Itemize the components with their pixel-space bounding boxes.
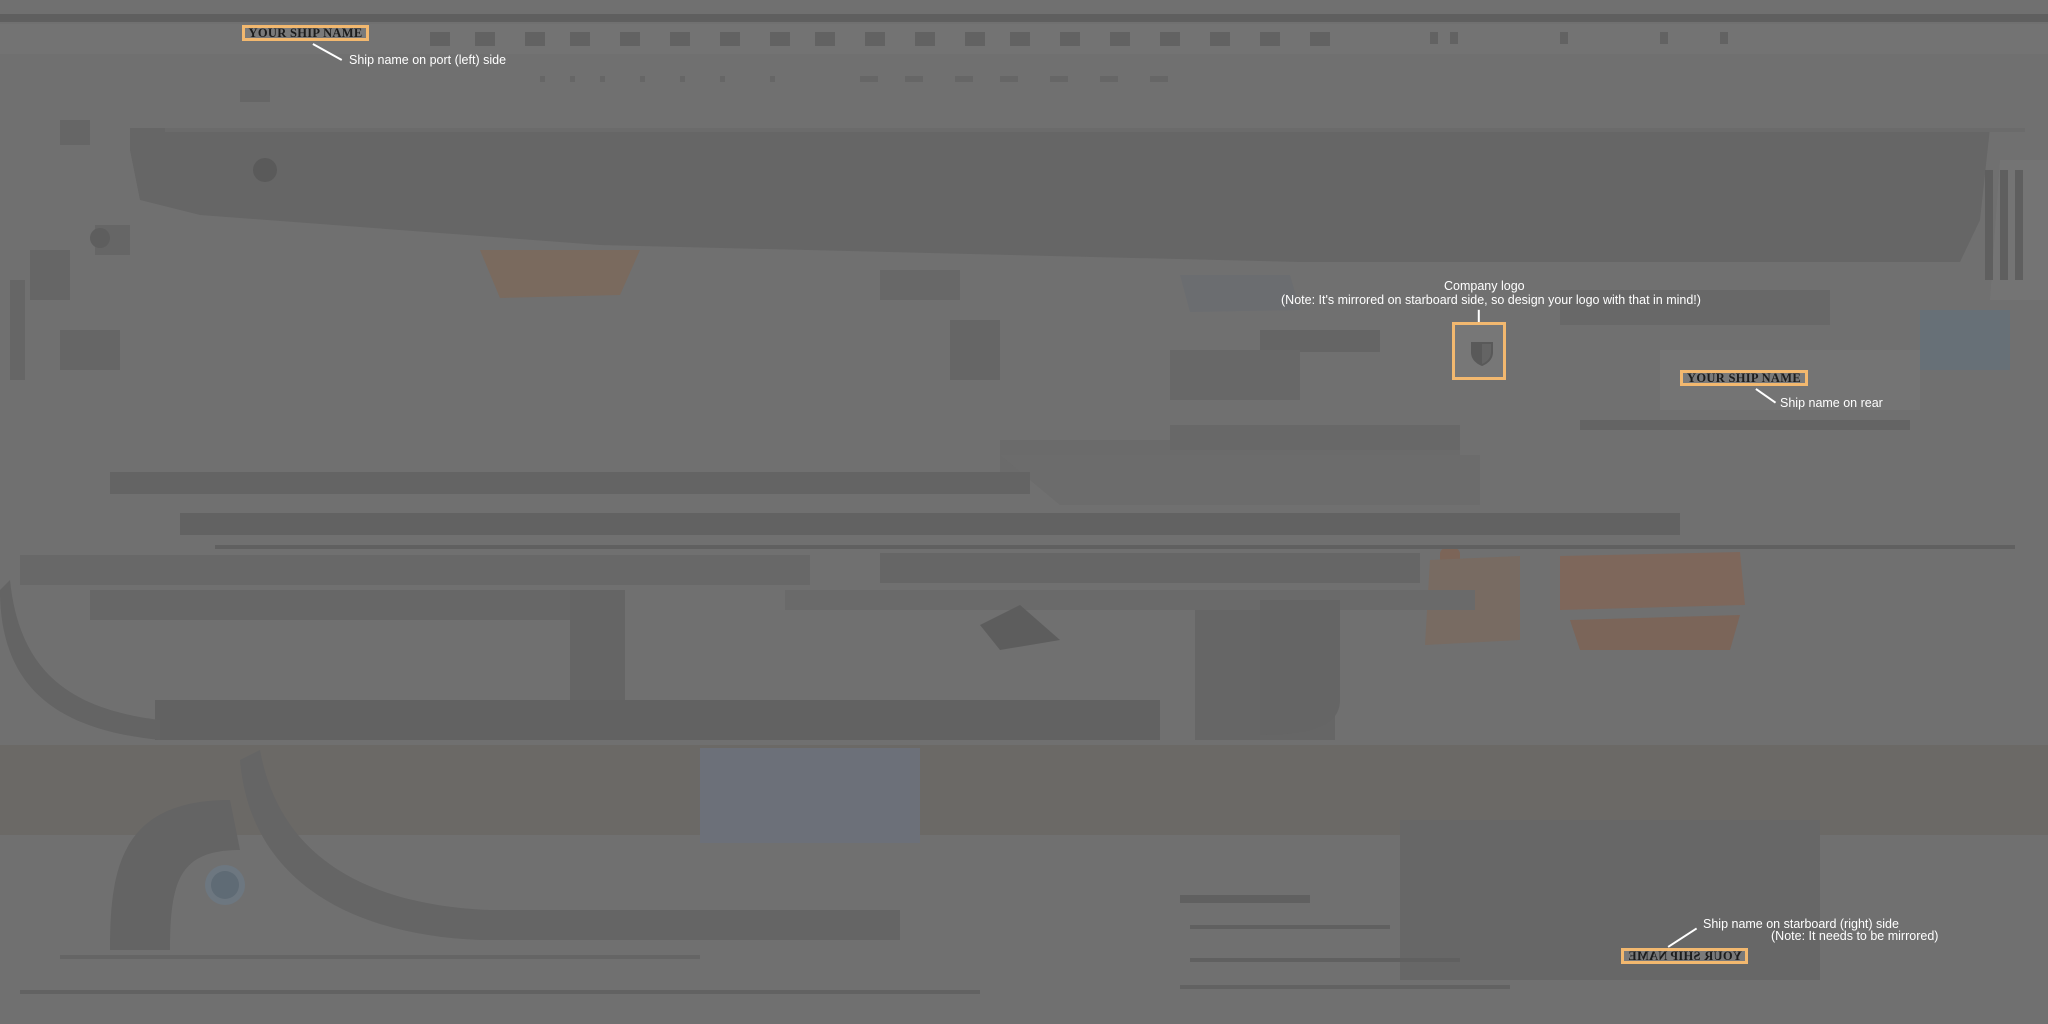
- rear-name-plate: YOUR SHIP NAME: [1680, 370, 1808, 386]
- logo-title: Company logo: [1444, 279, 1525, 293]
- starboard-note: Ship name on starboard (right) side: [1703, 917, 1899, 931]
- starboard-plate-text: YOUR SHIP NAME: [1627, 948, 1742, 963]
- rear-plate-text: YOUR SHIP NAME: [1687, 370, 1801, 385]
- port-plate-text: YOUR SHIP NAME: [248, 25, 363, 40]
- logo-leader-line: [1478, 309, 1480, 323]
- company-logo-box: [1452, 322, 1506, 380]
- starboard-name-plate: YOUR SHIP NAME: [1621, 948, 1748, 964]
- starboard-note-2: (Note: It needs to be mirrored): [1771, 929, 1939, 943]
- logo-note: (Note: It's mirrored on starboard side, …: [1281, 293, 1701, 307]
- port-name-plate: YOUR SHIP NAME: [242, 25, 369, 41]
- port-note: Ship name on port (left) side: [349, 53, 507, 67]
- rear-note: Ship name on rear: [1780, 396, 1883, 410]
- shield-icon: [1471, 342, 1493, 366]
